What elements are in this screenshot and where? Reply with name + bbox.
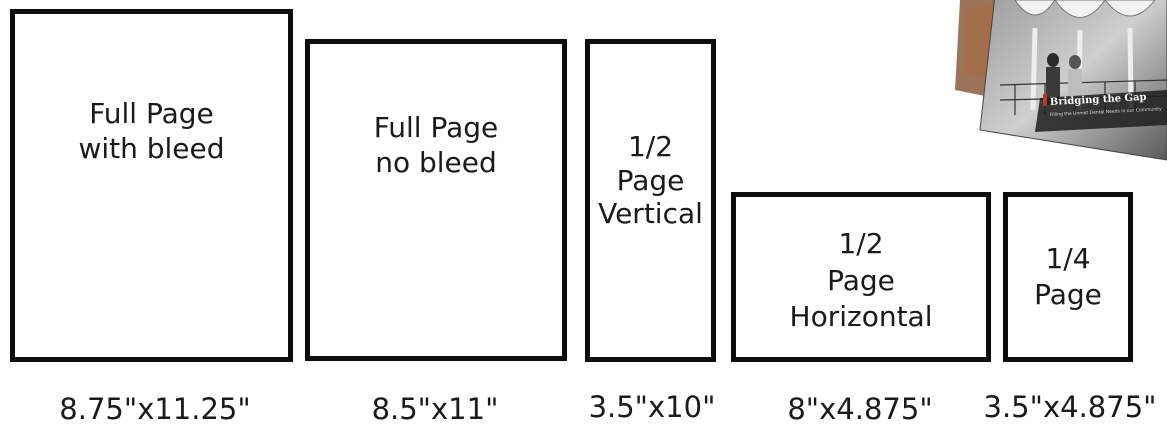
ad-size-label: 1/4 Page xyxy=(1034,241,1102,311)
ad-size-quarter-page: 1/4 Page xyxy=(1003,192,1133,362)
dimension-label: 8"x4.875" xyxy=(787,392,933,426)
dimension-label: 3.5"x4.875" xyxy=(983,390,1157,424)
ad-size-label: 1/2 Page Vertical xyxy=(598,130,703,231)
dimension-label: 3.5"x10" xyxy=(588,390,716,424)
ad-size-label: 1/2 Page Horizontal xyxy=(789,227,933,334)
brochure-cover-image: Bridging the Gap Filling the Unmet Denta… xyxy=(955,0,1167,161)
brochure-subtitle: Filling the Unmet Dental Needs in our Co… xyxy=(1050,106,1162,118)
ad-size-half-page-vertical: 1/2 Page Vertical xyxy=(585,39,716,362)
dimension-label: 8.75"x11.25" xyxy=(59,392,251,426)
ad-size-full-page-no-bleed: Full Page no bleed xyxy=(305,39,567,361)
brochure-title: Bridging the Gap xyxy=(1050,92,1147,108)
ad-size-label: Full Page no bleed xyxy=(373,111,499,179)
ad-size-half-page-horizontal: 1/2 Page Horizontal xyxy=(731,192,991,362)
dimension-label: 8.5"x11" xyxy=(371,392,499,426)
ad-size-label: Full Page with bleed xyxy=(78,96,225,165)
ad-size-full-page-bleed: Full Page with bleed xyxy=(10,9,293,362)
